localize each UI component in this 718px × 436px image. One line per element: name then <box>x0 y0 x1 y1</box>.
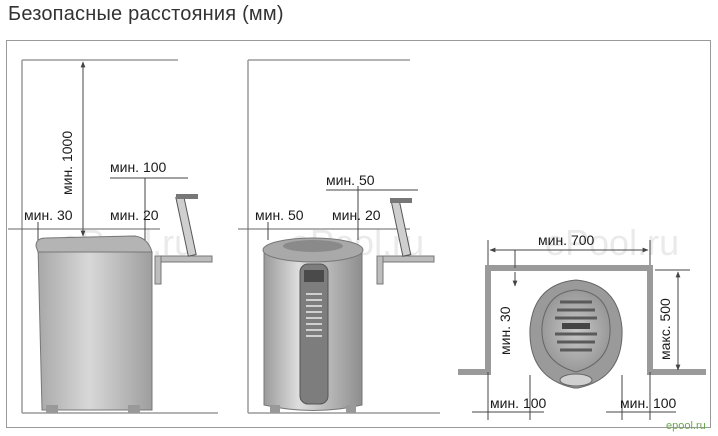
wall-outline <box>458 265 706 375</box>
back-distance-label: мин. 30 <box>497 306 513 355</box>
left-view: мин. 1000 мин. 30 мин. 20 мин. 100 <box>8 59 218 414</box>
heater-stones <box>283 240 343 252</box>
shelf-bracket <box>376 255 384 285</box>
heater-logo <box>562 323 590 329</box>
vent-grille <box>306 293 322 337</box>
shelf-distance-label: мин. 50 <box>326 172 375 188</box>
left-distance-label: мин. 100 <box>490 395 547 411</box>
heater-foot <box>46 405 58 413</box>
heater-grille <box>555 300 597 352</box>
heater-body <box>37 237 153 411</box>
depth-label: макс. 500 <box>657 298 673 360</box>
heater-foot <box>128 405 140 413</box>
side-distance-label: мин. 50 <box>255 207 304 223</box>
watermark-3: ePool.ru <box>545 222 679 263</box>
diagram-frame <box>6 40 711 428</box>
page-title: Безопасные расстояния (мм) <box>8 3 284 25</box>
heater-lid <box>35 235 153 253</box>
wall-distance-label: мин. 20 <box>332 207 381 223</box>
control-panel <box>559 373 593 387</box>
side-distance-label: мин. 30 <box>24 207 73 223</box>
shelf <box>159 255 213 263</box>
right-distance-label: мин. 100 <box>620 395 677 411</box>
wall-distance-label: мин. 20 <box>110 207 159 223</box>
heater-foot <box>270 405 280 413</box>
top-view: мин. 700 мин. 30 макс. 500 мин. 100 м <box>458 232 706 420</box>
shelf-distance-label: мин. 100 <box>110 159 167 175</box>
width-label: мин. 700 <box>538 232 595 248</box>
shelf <box>381 255 435 263</box>
heater-foot <box>346 405 356 413</box>
height-label: мин. 1000 <box>59 131 75 195</box>
control-panel <box>299 263 329 405</box>
shelf-bracket <box>154 255 162 285</box>
thermometer-top <box>176 194 198 199</box>
display <box>304 270 324 282</box>
middle-view: мин. 50 мин. 20 мин. 50 <box>238 59 440 414</box>
corner-watermark: epool.ru <box>666 420 706 432</box>
thermometer-top <box>390 198 412 203</box>
